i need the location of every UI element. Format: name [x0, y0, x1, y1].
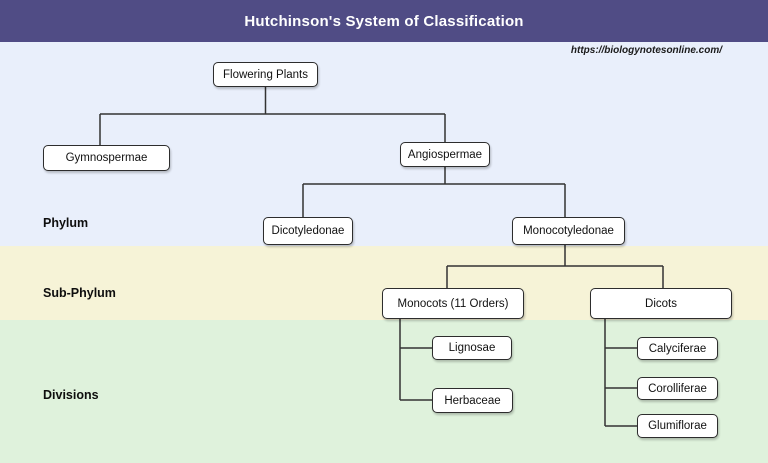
node-lignosae: Lignosae [432, 336, 512, 360]
node-flowering-plants: Flowering Plants [213, 62, 318, 87]
node-glumiflorae: Glumiflorae [637, 414, 718, 438]
node-dicots: Dicots [590, 288, 732, 319]
rank-label-phylum: Phylum [43, 216, 89, 230]
phylum-band [0, 42, 768, 246]
node-monocotyledonae: Monocotyledonae [512, 217, 625, 245]
node-calyciferae: Calyciferae [637, 337, 718, 360]
node-corolliferae: Corolliferae [637, 377, 718, 400]
rank-label-sub-phylum: Sub-Phylum [43, 286, 116, 300]
node-angiospermae: Angiospermae [400, 142, 490, 167]
header-bar [0, 0, 768, 42]
page-title: Hutchinson's System of Classification [244, 12, 524, 30]
watermark-url: https://biologynotesonline.com/ [570, 45, 722, 56]
node-herbaceae: Herbaceae [432, 388, 513, 413]
node-gymnospermae: Gymnospermae [43, 145, 170, 171]
rank-label-divisions: Divisions [43, 388, 99, 402]
node-dicotyledonae: Dicotyledonae [263, 217, 353, 245]
node-monocots: Monocots (11 Orders) [382, 288, 524, 319]
